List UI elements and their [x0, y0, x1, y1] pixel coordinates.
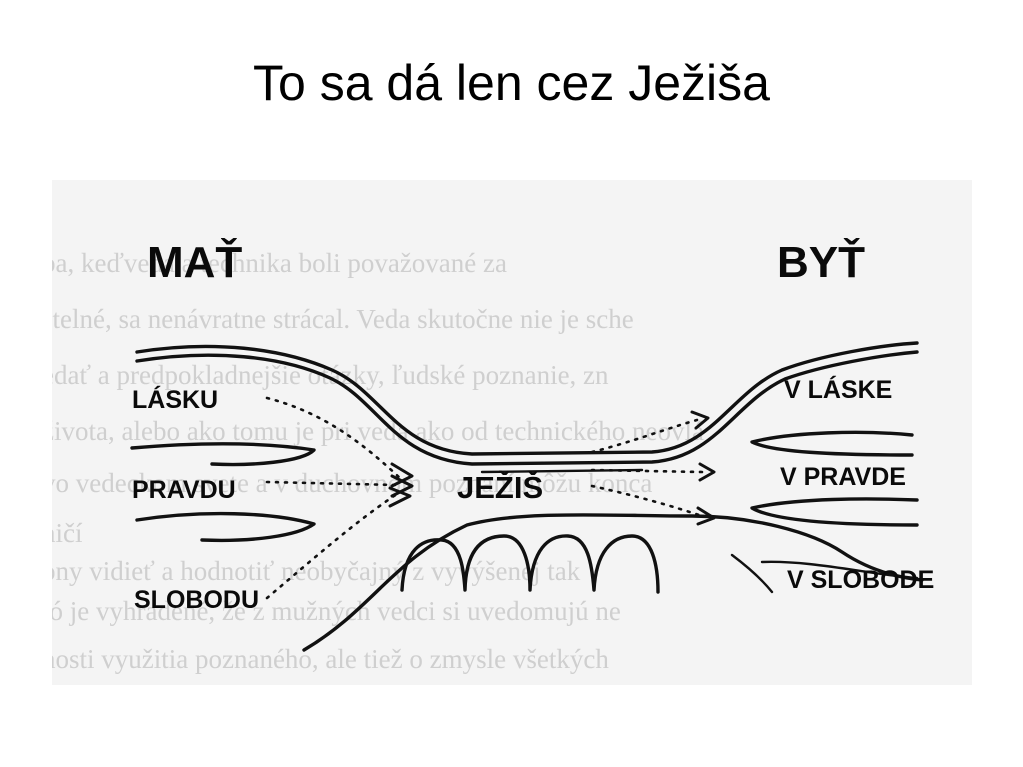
flow-line-slobodu: [265, 490, 402, 600]
channel-arches: [400, 534, 660, 594]
arrowhead-v-pravde: [698, 462, 716, 482]
right-label-v-laske: V LÁSKE: [784, 375, 892, 404]
flow-line-v-laske: [590, 418, 699, 454]
background-text-line: nosti využitia poznaného, ale tiež o zmy…: [52, 644, 609, 674]
background-text-line: života, alebo ako tomu je pri veda ako o…: [52, 416, 704, 446]
background-text-line: ba, keďveda a technika boli považované z…: [52, 248, 507, 278]
slide-title: To sa dá len cez Ježiša: [253, 55, 770, 111]
right-bottom-wall: [760, 560, 919, 580]
background-text-line: ničí: [52, 518, 83, 548]
right-label-v-pravde: V PRAVDE: [780, 463, 906, 491]
flow-line-v-pravde: [590, 468, 704, 474]
channel-top-wall-inner: [135, 350, 919, 466]
flow-diagram: ba, keďveda a technika boli považované z…: [52, 180, 972, 685]
left-label-pravdu: PRAVDU: [132, 476, 236, 504]
background-text-line: ony vidieť a hodnotiť neobyčajný z vyvýš…: [52, 556, 581, 586]
right-label-v-slobode: V SLOBODE: [787, 566, 934, 594]
arrowhead-v-slobode: [696, 506, 716, 526]
flow-line-v-slobode: [590, 484, 704, 518]
channel-bottom-wall: [302, 513, 924, 652]
left-divider-lower: [135, 511, 316, 543]
background-text: ba, keďveda a technika boli považované z…: [52, 248, 704, 674]
flow-line-pravdu: [265, 480, 399, 487]
right-heading: BYŤ: [777, 237, 865, 287]
left-label-lasku: LÁSKU: [132, 385, 218, 414]
arrowhead: [390, 462, 414, 488]
right-divider-upper: [750, 430, 914, 457]
center-arrowheads: [388, 462, 414, 508]
background-text-line: tó je vyhradené, že z mužných vedci si u…: [52, 596, 621, 626]
background-text-line: stelné, sa nenávratne strácal. Veda skut…: [52, 304, 634, 334]
background-text-line: vo vedeckom svete a v duchovnom poznaní …: [52, 468, 652, 498]
arrowhead: [388, 486, 412, 508]
channel-top-accent: [480, 468, 644, 474]
right-divider-lower: [750, 497, 919, 527]
left-divider-upper: [130, 442, 316, 467]
diagram-canvas: ba, keďveda a technika boli považované z…: [52, 237, 934, 674]
channel-bottom-tail: [730, 553, 774, 594]
arrowhead-v-laske: [690, 410, 710, 430]
center-label: JEŽIŠ: [457, 469, 543, 505]
left-label-slobodu: SLOBODU: [134, 586, 259, 614]
left-heading: MAŤ: [147, 237, 242, 287]
channel-top-wall: [135, 341, 919, 456]
background-text-line: edať a predpokladnejšie otázky, ľudské p…: [52, 360, 609, 390]
flow-line-lasku: [265, 396, 404, 482]
